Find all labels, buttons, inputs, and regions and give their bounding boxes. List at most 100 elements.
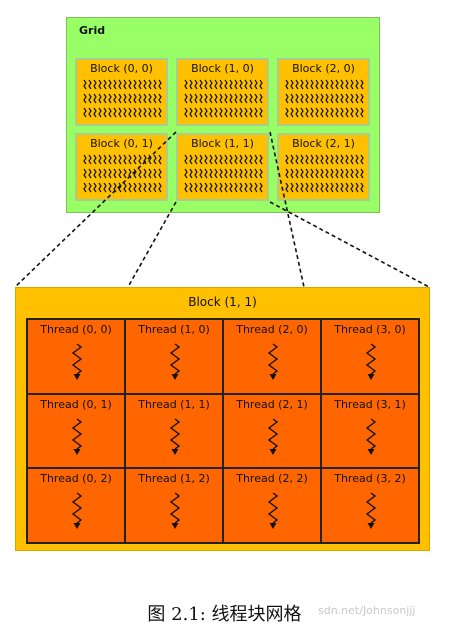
block-2-1: Block (2, 1) [277, 133, 370, 201]
block-thread-mark [300, 154, 304, 165]
block-thread-mark [83, 107, 87, 118]
thread-label: Thread (2, 2) [236, 472, 308, 486]
block-thread-mark [290, 93, 294, 104]
block-thread-mark [199, 182, 203, 193]
block-thread-mark [113, 168, 117, 179]
block-thread-mark [209, 79, 213, 90]
block-2-0: Block (2, 0) [277, 58, 370, 126]
block-thread-mark [350, 182, 354, 193]
block-thread-mark [194, 107, 198, 118]
block-thread-mark [123, 93, 127, 104]
block-thread-mark [224, 168, 228, 179]
block-label: Block (1, 0) [191, 62, 254, 75]
block-thread-mark [360, 93, 364, 104]
thread-arrowhead [171, 448, 179, 455]
block-thread-mark [113, 154, 117, 165]
block-thread-mark [199, 93, 203, 104]
block-thread-mark [335, 107, 339, 118]
block-thread-mark [295, 93, 299, 104]
block-thread-mark [209, 168, 213, 179]
block-thread-mark [330, 93, 334, 104]
block-thread-mark [325, 79, 329, 90]
block-thread-mark [128, 168, 132, 179]
block-thread-mark [189, 154, 193, 165]
block-thread-mark [158, 107, 162, 118]
block-thread-mark [118, 182, 122, 193]
block-thread-mark [340, 168, 344, 179]
block-thread-mark [219, 182, 223, 193]
block-thread-mark [239, 79, 243, 90]
block-thread-mark [209, 107, 213, 118]
thread-squiggle-path [365, 418, 377, 450]
block-thread-mark [335, 93, 339, 104]
block-label: Block (0, 0) [90, 62, 153, 75]
block-thread-mark [350, 79, 354, 90]
block-thread-mark [335, 79, 339, 90]
block-thread-mark [310, 107, 314, 118]
block-thread-mark [320, 107, 324, 118]
block-thread-mark [244, 107, 248, 118]
thread-arrow-icon [169, 418, 181, 455]
thread-2-0: Thread (2, 0) [223, 319, 321, 394]
thread-arrow-icon [365, 418, 377, 455]
block-thread-mark [103, 182, 107, 193]
thread-arrowhead [367, 448, 375, 455]
block-thread-mark [259, 182, 263, 193]
block-thread-mark [199, 168, 203, 179]
block-thread-mark [153, 154, 157, 165]
block-thread-mark [113, 107, 117, 118]
block-thread-mark [224, 154, 228, 165]
block-thread-mark [355, 154, 359, 165]
block-thread-mark [189, 182, 193, 193]
block-thread-mark [194, 168, 198, 179]
block-thread-mark [290, 182, 294, 193]
block-thread-mark [300, 168, 304, 179]
block-thread-mark [335, 154, 339, 165]
block-thread-mark [219, 79, 223, 90]
block-thread-mark [239, 107, 243, 118]
block-thread-mark [143, 182, 147, 193]
block-thread-mark [244, 168, 248, 179]
block-thread-mark [148, 168, 152, 179]
expanded-block: Block (1, 1) Thread (0, 0) Thread (1, 0)… [15, 287, 430, 551]
block-thread-mark [285, 107, 289, 118]
block-thread-mark [360, 168, 364, 179]
block-thread-mark [234, 154, 238, 165]
block-thread-mark [224, 93, 228, 104]
block-thread-mark [108, 93, 112, 104]
block-thread-mark [108, 182, 112, 193]
thread-label: Thread (3, 0) [334, 323, 406, 336]
block-thread-mark [88, 154, 92, 165]
block-thread-mark [143, 154, 147, 165]
block-thread-mark [320, 154, 324, 165]
block-thread-mark [98, 182, 102, 193]
block-thread-mark [148, 93, 152, 104]
block-thread-mark [224, 182, 228, 193]
block-thread-mark [98, 93, 102, 104]
block-thread-mark [249, 93, 253, 104]
block-thread-mark [83, 168, 87, 179]
block-thread-mark [194, 93, 198, 104]
thread-2-2: Thread (2, 2) [223, 468, 321, 543]
block-thread-mark [350, 107, 354, 118]
block-thread-mark [138, 168, 142, 179]
block-thread-mark [340, 182, 344, 193]
block-thread-mark [209, 154, 213, 165]
block-thread-mark [118, 154, 122, 165]
block-0-1: Block (0, 1) [75, 133, 168, 201]
thread-1-0: Thread (1, 0) [125, 319, 223, 394]
block-thread-mark [259, 93, 263, 104]
block-thread-mark [330, 79, 334, 90]
block-thread-mark [244, 79, 248, 90]
thread-arrow-icon [71, 343, 83, 380]
thread-squiggle-path [365, 343, 377, 375]
block-thread-mark [295, 168, 299, 179]
block-thread-mark [219, 154, 223, 165]
thread-label: Thread (1, 1) [138, 397, 210, 411]
block-thread-mark [209, 182, 213, 193]
block-thread-mark [158, 182, 162, 193]
block-thread-mark [98, 79, 102, 90]
block-thread-mark [189, 79, 193, 90]
block-thread-mark [219, 107, 223, 118]
thread-0-2: Thread (0, 2) [27, 468, 125, 543]
